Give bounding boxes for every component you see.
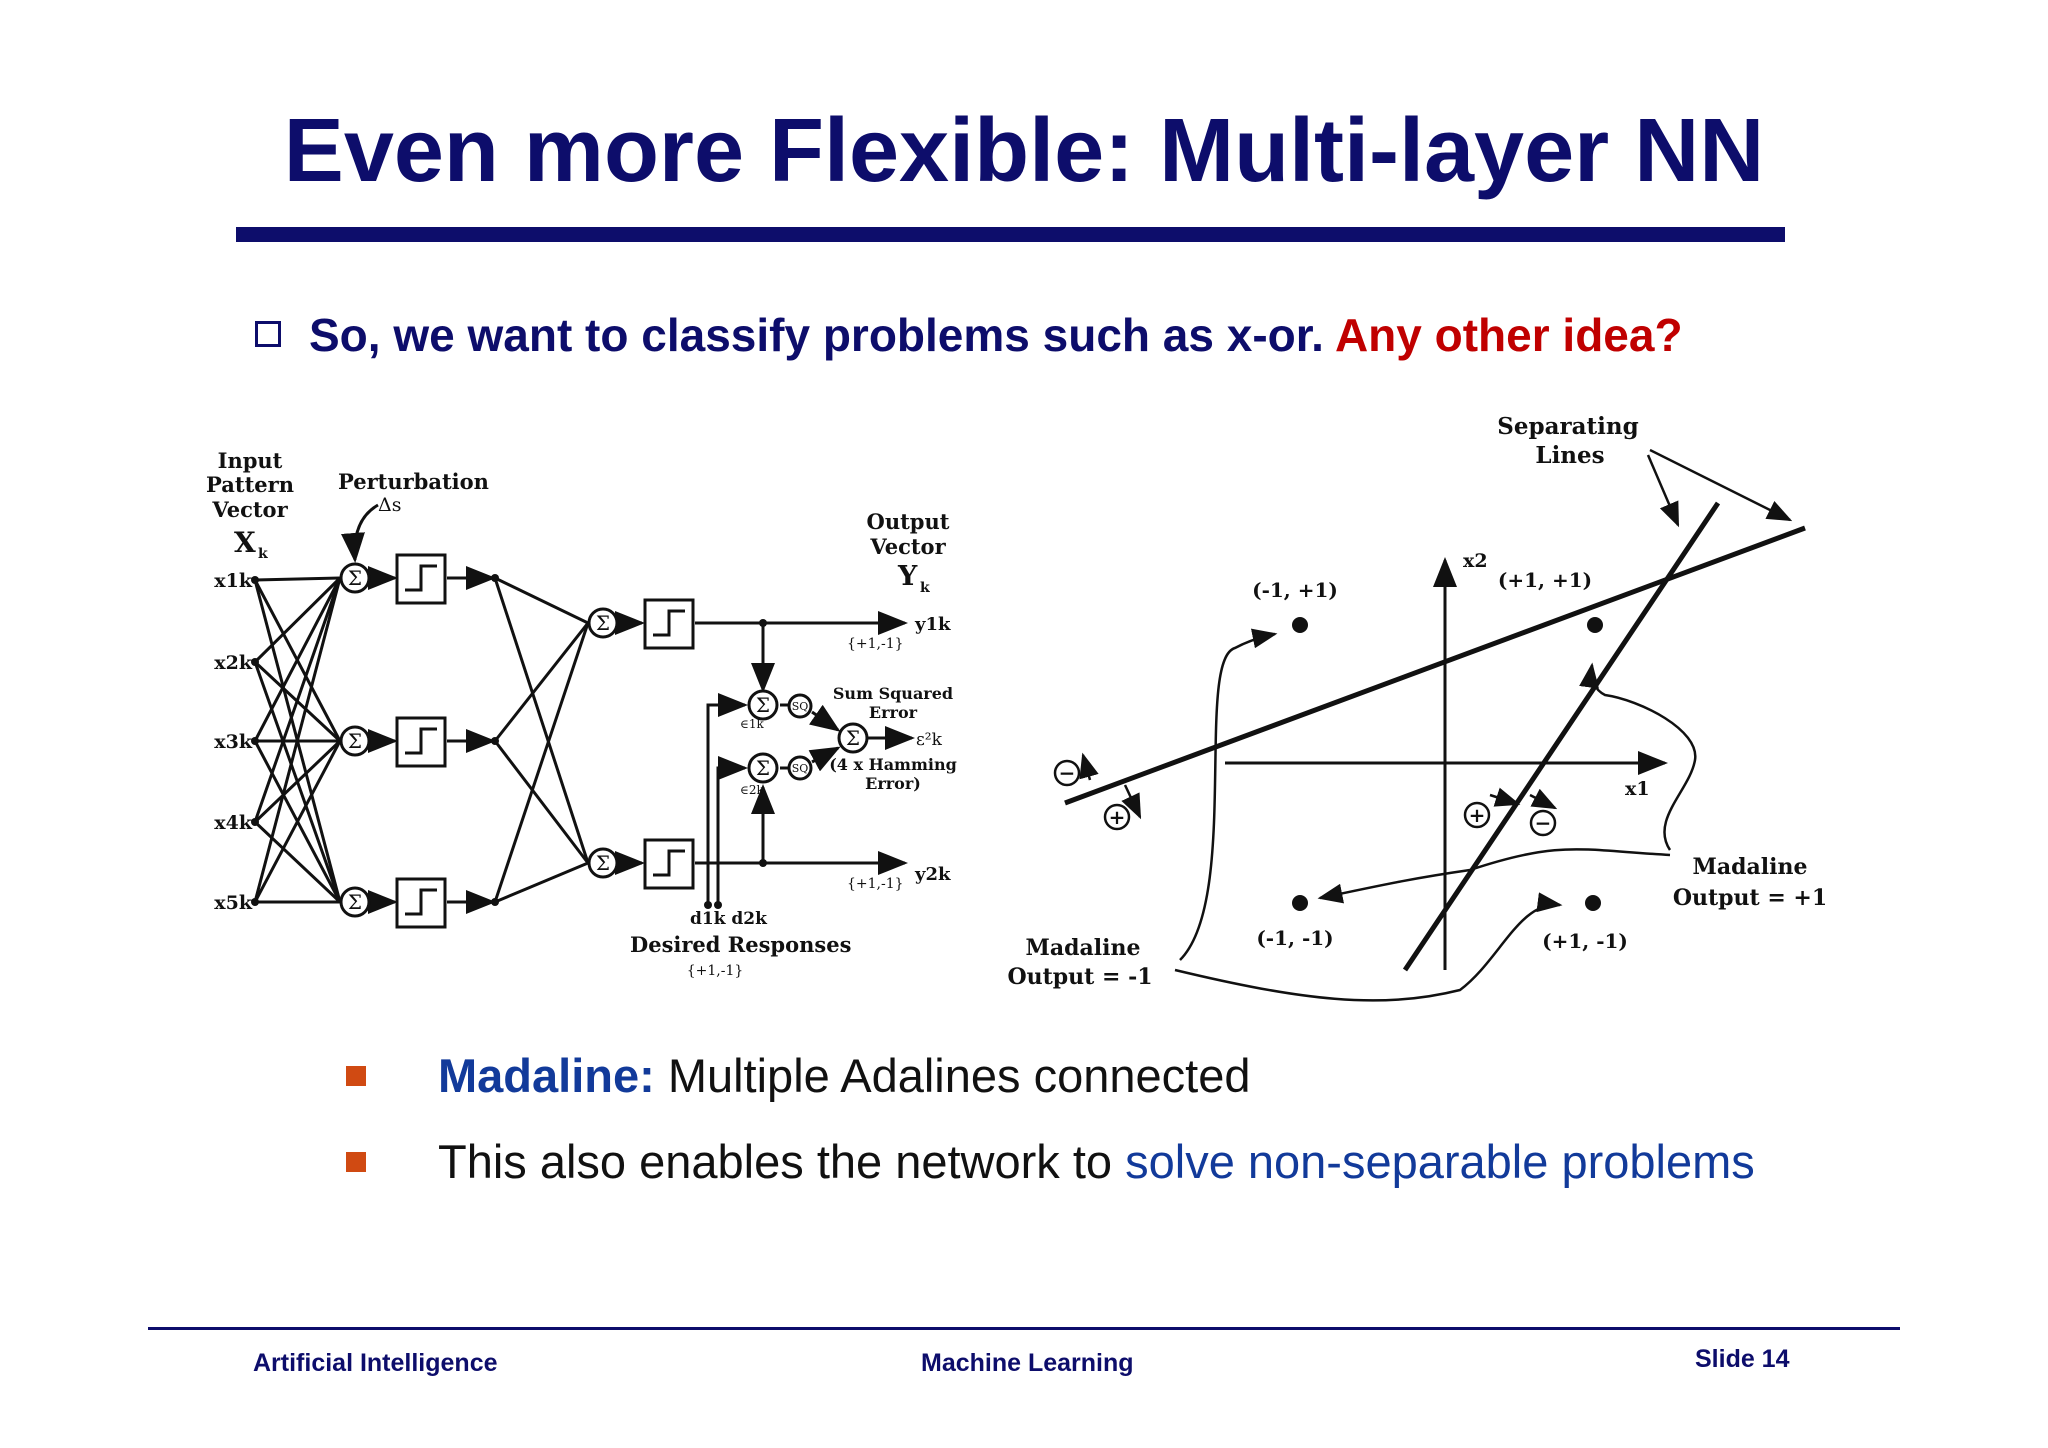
- input-names: x1k x2k x3k x4k x5k: [214, 570, 253, 914]
- epsilon-1k: ∈1k: [740, 717, 765, 731]
- sub-bullet-1-bold: Madaline:: [438, 1049, 655, 1102]
- input-vector-sub: k: [258, 546, 268, 562]
- point-label-top-left: (-1, +1): [1252, 578, 1338, 602]
- title-underline: [236, 227, 1785, 242]
- output-vector-sub: k: [920, 580, 930, 596]
- node-dots: [251, 574, 767, 909]
- sum-nodes: [339, 562, 869, 918]
- delta-s-label: Δs: [378, 494, 401, 516]
- hamming-label: (4 x Hamming Error): [829, 755, 957, 793]
- main-bullet: So, we want to classify problems such as…: [255, 308, 1683, 362]
- svg-text:Σ: Σ: [756, 756, 770, 780]
- sub-bullet-2-highlight: solve non-separable problems: [1125, 1135, 1755, 1188]
- hidden-connections: [493, 576, 590, 904]
- svg-text:Σ: Σ: [348, 890, 362, 914]
- desired-responses-label: Desired Responses: [630, 932, 851, 957]
- svg-text:−: −: [1059, 761, 1076, 785]
- input-connections: [253, 576, 342, 904]
- svg-text:Σ: Σ: [596, 611, 610, 635]
- slide-number: Slide 14: [1695, 1345, 1790, 1373]
- svg-text:Error: Error: [869, 703, 918, 722]
- svg-text:+: +: [1109, 805, 1126, 829]
- svg-text:Σ: Σ: [348, 566, 362, 590]
- svg-text:x1k: x1k: [214, 570, 253, 592]
- svg-text:Output: Output: [867, 509, 950, 534]
- sse-symbol: ε²k: [916, 730, 943, 750]
- footer-left: Artificial Intelligence: [253, 1349, 498, 1377]
- sign-markers: [1053, 759, 1557, 837]
- svg-text:Output = +1: Output = +1: [1673, 885, 1827, 911]
- slide-title: Even more Flexible: Multi-layer NN: [283, 101, 1765, 201]
- square-bullet-icon: [346, 1066, 366, 1086]
- sum-symbols: Σ Σ Σ Σ Σ Σ Σ Σ: [348, 566, 860, 914]
- footer-rule: [148, 1327, 1900, 1330]
- desired-range: {+1,-1}: [687, 963, 744, 979]
- svg-text:+: +: [1469, 803, 1486, 827]
- svg-text:Sum Squared: Sum Squared: [833, 684, 953, 703]
- sub-bullet-2: This also enables the network to solve n…: [346, 1134, 1755, 1189]
- sub-bullet-1-text: Multiple Adalines connected: [654, 1049, 1251, 1102]
- d-labels: d1k d2k: [690, 909, 768, 929]
- svg-text:(4 x Hamming: (4 x Hamming: [829, 755, 957, 774]
- square-bullet-icon: [346, 1152, 366, 1172]
- svg-text:x4k: x4k: [214, 812, 253, 834]
- sq-labels: SQ SQ: [792, 700, 809, 775]
- separating-lines-plot: [1064, 448, 1806, 1002]
- main-bullet-highlight: Any other idea?: [1334, 309, 1683, 361]
- svg-text:Madaline: Madaline: [1693, 854, 1808, 880]
- svg-text:Input: Input: [218, 448, 283, 473]
- svg-text:Vector: Vector: [211, 497, 288, 522]
- svg-text:Madaline: Madaline: [1026, 935, 1141, 961]
- output-range-bottom: {+1,-1}: [847, 876, 904, 892]
- y2k-label: y2k: [914, 864, 951, 885]
- point-label-bottom-left: (-1, -1): [1256, 926, 1333, 950]
- data-points: [1292, 617, 1603, 911]
- svg-text:Pattern: Pattern: [206, 472, 294, 497]
- point-label-top-right: (+1, +1): [1498, 568, 1592, 592]
- madaline-neg-label: Madaline Output = -1: [1007, 935, 1152, 990]
- x1-axis-label: x1: [1625, 778, 1650, 800]
- svg-text:Separating: Separating: [1497, 413, 1638, 440]
- sub-bullet-1: Madaline: Multiple Adalines connected: [346, 1048, 1250, 1103]
- epsilon-2k: ∈2k: [740, 783, 765, 797]
- x2-axis-label: x2: [1463, 550, 1488, 572]
- svg-text:Σ: Σ: [846, 726, 860, 750]
- svg-text:Output = -1: Output = -1: [1007, 964, 1152, 990]
- svg-text:SQ: SQ: [792, 700, 809, 713]
- threshold-boxes: [395, 553, 695, 929]
- svg-text:Σ: Σ: [348, 729, 362, 753]
- sse-label: Sum Squared Error: [833, 684, 953, 722]
- hollow-square-bullet-icon: [255, 321, 281, 347]
- madaline-pos-label: Madaline Output = +1: [1673, 854, 1827, 911]
- svg-text:x3k: x3k: [214, 731, 253, 753]
- svg-text:Vector: Vector: [869, 534, 946, 559]
- step-glyphs: [405, 564, 685, 916]
- svg-text:SQ: SQ: [792, 762, 809, 775]
- perturbation-label: Perturbation: [338, 469, 489, 494]
- input-label: Input Pattern Vector: [206, 448, 294, 522]
- sign-symbols: − + + −: [1059, 761, 1552, 835]
- svg-text:−: −: [1535, 811, 1552, 835]
- svg-text:Σ: Σ: [756, 693, 770, 717]
- point-label-bottom-right: (+1, -1): [1542, 929, 1628, 953]
- svg-text:Lines: Lines: [1535, 442, 1604, 469]
- output-range-top: {+1,-1}: [847, 636, 904, 652]
- output-label: Output Vector: [867, 509, 950, 559]
- sub-bullet-2-text: This also enables the network to: [438, 1135, 1126, 1188]
- output-vector-symbol: Y: [897, 561, 918, 592]
- svg-text:Error): Error): [865, 774, 921, 793]
- main-bullet-text: So, we want to classify problems such as…: [309, 309, 1324, 361]
- input-vector-symbol: X: [234, 526, 256, 559]
- svg-text:Σ: Σ: [596, 851, 610, 875]
- footer-center: Machine Learning: [921, 1349, 1134, 1377]
- separating-lines-label: Separating Lines: [1497, 413, 1638, 469]
- y1k-label: y1k: [914, 614, 951, 635]
- svg-text:x5k: x5k: [214, 892, 253, 914]
- network-diagram: [253, 503, 915, 914]
- svg-text:x2k: x2k: [214, 652, 253, 674]
